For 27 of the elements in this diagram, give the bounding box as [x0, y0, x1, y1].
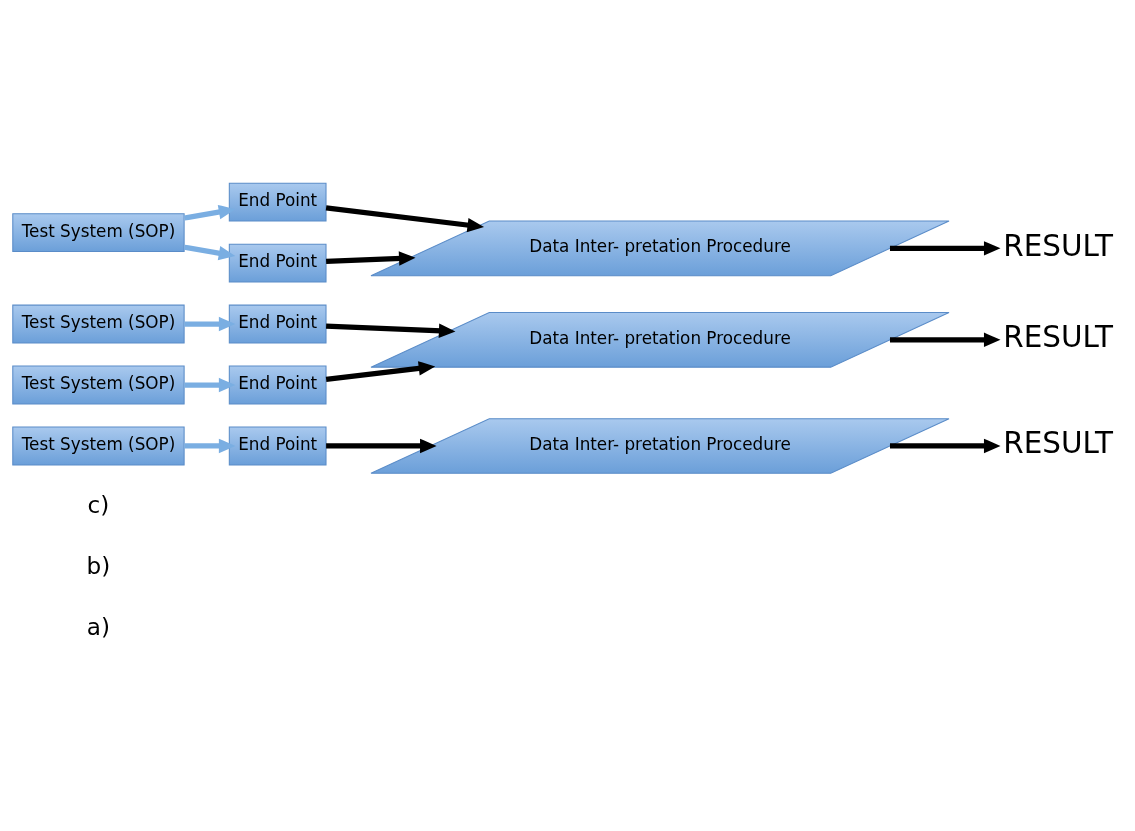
node-box: End Point	[228, 365, 327, 405]
node-text: RESULT	[1003, 228, 1113, 263]
arrow	[325, 205, 485, 233]
arrow	[889, 438, 1001, 454]
arrow	[889, 332, 1001, 348]
node-box: End Point	[228, 243, 327, 283]
node-box: End Point	[228, 426, 327, 466]
node-box: Test System (SOP)	[12, 304, 185, 344]
arrow	[184, 438, 236, 454]
arrow	[889, 241, 1001, 256]
node-text: RESULT	[1003, 320, 1113, 355]
node-box: End Point	[228, 182, 327, 222]
arrow	[326, 438, 437, 454]
label: c)	[87, 491, 110, 518]
label: b)	[86, 552, 111, 579]
arrow	[184, 316, 236, 332]
arrow	[326, 323, 456, 338]
node-box: End Point	[228, 304, 327, 344]
label: a)	[86, 613, 111, 640]
arrow	[325, 361, 436, 382]
arrow	[184, 377, 236, 393]
node-text: RESULT	[1003, 426, 1113, 461]
node-box: Test System (SOP)	[12, 426, 185, 466]
node-box: Test System (SOP)	[12, 365, 185, 405]
arrow	[184, 244, 236, 261]
arrow	[326, 251, 416, 266]
node-box: Test System (SOP)	[12, 213, 185, 253]
